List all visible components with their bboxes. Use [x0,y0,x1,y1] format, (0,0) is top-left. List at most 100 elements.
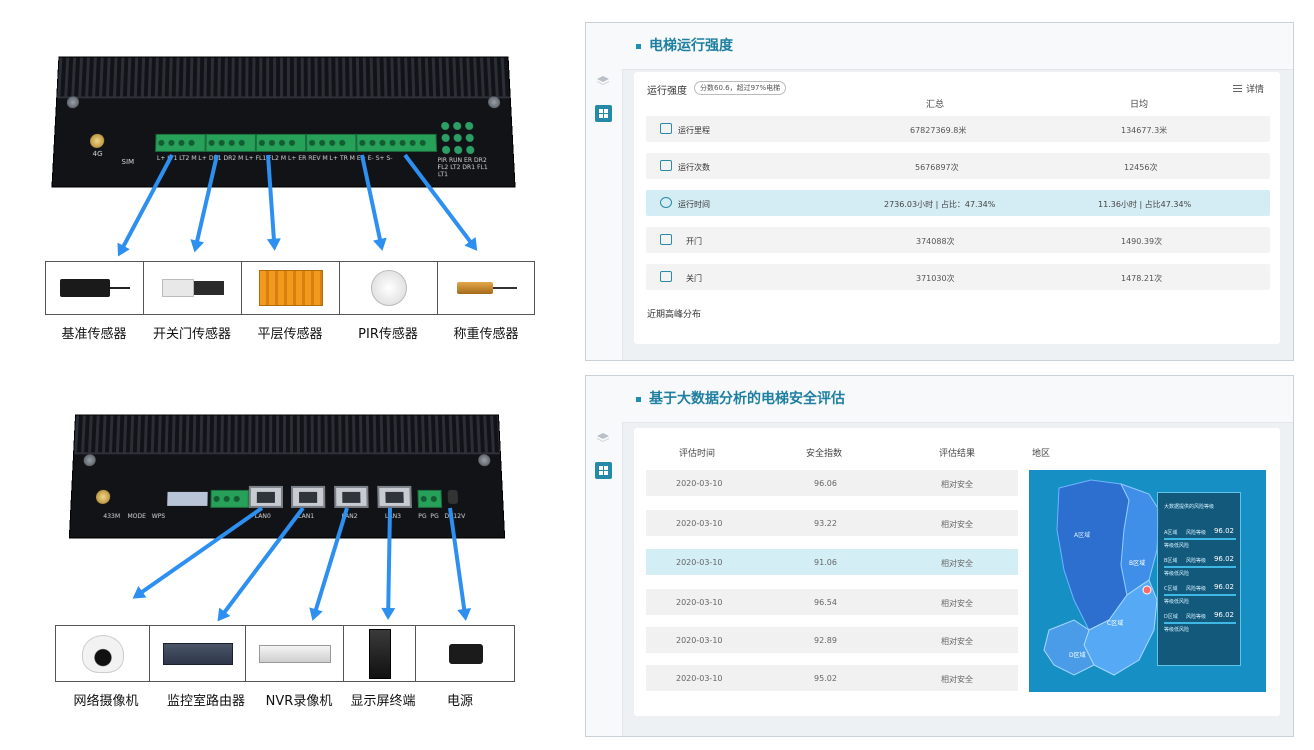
device-strip [55,625,515,682]
sensor-caption-5: 称重传感器 [453,327,519,342]
camera-image [56,626,150,681]
region-label-d: D区域 [1069,652,1086,659]
router-image [150,626,246,681]
row-daily: 1478.21次 [1121,274,1163,283]
row-daily: 1490.39次 [1121,237,1163,246]
header-date: 评估时间 [679,449,716,459]
antenna-label: 4G [92,149,103,158]
region-label-c: C区域 [1107,620,1124,627]
intensity-row[interactable]: 运行时间 2736.03小时 | 占比：47.34% 11.36小时 | 占比4… [646,190,1270,216]
intensity-panel: 电梯运行强度 运行强度 分数60.6，超过97%电梯 详情 汇总 日均 运行里程… [585,22,1294,361]
safety-row[interactable]: 2020-03-10 96.06 相对安全 [646,470,1018,496]
risk-label: 风险等级 [1186,614,1207,620]
row-total: 374088次 [916,237,955,246]
row-date: 2020-03-10 [676,519,723,528]
device-caption-5: 电源 [446,694,473,709]
safety-row[interactable]: 2020-03-10 96.54 相对安全 [646,589,1018,615]
detail-link[interactable]: 详情 [1232,82,1264,95]
power-adapter-image [416,626,516,681]
row-result: 相对安全 [941,480,973,489]
detail-label: 详情 [1245,85,1264,95]
risk-info-panel: 大数据提供的风险等级 A区域 风险等级 96.02 等级低风险 B区域 风险等级… [1157,492,1241,666]
score-badge: 分数60.6，超过97%电梯 [694,81,787,95]
level-sensor-image [242,262,340,314]
row-total: 5676897次 [915,163,959,172]
panel-title: 基于大数据分析的电梯安全评估 [636,388,845,408]
grid-icon[interactable] [595,462,612,479]
row-result: 相对安全 [941,599,973,608]
sensor-caption-1: 基准传感器 [61,327,127,342]
gauge-icon [660,123,672,134]
header-region: 地区 [1032,449,1051,459]
risk-row: D区域 风险等级 96.02 等级低风险 [1164,611,1236,637]
intensity-row[interactable]: 运行里程 67827369.8米 134677.3米 [646,116,1270,142]
device-caption-1: 网络摄像机 [73,694,139,709]
col-daily: 日均 [1130,100,1149,110]
risk-district: B区域 [1164,558,1178,564]
row-label: 开门 [686,237,702,246]
header-index: 安全指数 [806,449,843,459]
risk-district: C区域 [1164,586,1178,592]
door-sensor-image [144,262,242,314]
intensity-row[interactable]: 开门 374088次 1490.39次 [646,227,1270,253]
led-labels: PIR RUN ER DR2 FL2 LT2 DR1 FL1 LT1 [437,156,488,179]
row-label: 运行里程 [678,126,710,135]
port-label-pg2: PG [430,512,439,521]
risk-row: B区域 风险等级 96.02 等级低风险 [1164,555,1236,581]
row-total: 67827369.8米 [910,126,967,135]
weight-sensor-image [438,262,536,314]
intensity-row[interactable]: 运行次数 5676897次 12456次 [646,153,1270,179]
risk-value: 96.02 [1213,611,1234,619]
device-caption-3: NVR录像机 [265,694,333,709]
safety-row[interactable]: 2020-03-10 93.22 相对安全 [646,510,1018,536]
safety-row[interactable]: 2020-03-10 92.89 相对安全 [646,627,1018,653]
risk-label: 风险等级 [1186,558,1207,564]
row-index: 92.89 [814,636,837,645]
safety-row[interactable]: 2020-03-10 95.02 相对安全 [646,665,1018,691]
row-total: 2736.03小时 | 占比：47.34% [884,200,996,209]
safety-panel: 基于大数据分析的电梯安全评估 评估时间 安全指数 评估结果 地区 2020-03… [585,375,1294,737]
panel-sidebar [586,23,623,360]
sensor-caption-4: PIR传感器 [358,327,418,342]
row-date: 2020-03-10 [676,636,723,645]
row-daily: 12456次 [1124,163,1158,172]
panel-header: 电梯运行强度 [622,23,1293,70]
risk-value: 96.02 [1213,583,1234,591]
sensor-caption-2: 开关门传感器 [152,327,231,342]
risk-district: D区域 [1164,614,1178,620]
panel-title: 电梯运行强度 [636,35,733,55]
row-index: 91.06 [814,558,837,567]
layers-icon[interactable] [597,433,609,443]
gateway-image: 433M MODE WPS LAN0 LAN1 LAN2 LAN3 PG PG … [68,414,506,539]
device-caption-4: 显示屏终端 [350,694,416,709]
intensity-row[interactable]: 关门 371030次 1478.21次 [646,264,1270,290]
intensity-card: 运行强度 分数60.6，超过97%电梯 详情 汇总 日均 运行里程 678273… [634,72,1280,344]
risk-note: 等级低风险 [1164,599,1190,605]
safety-row[interactable]: 2020-03-10 91.06 相对安全 [646,549,1018,575]
region-map[interactable]: A区域 B区域 C区域 D区域 大数据提供的风险等级 A区域 风险等级 96.0… [1029,470,1266,692]
row-result: 相对安全 [941,559,973,568]
pir-sensor-image [340,262,438,314]
safety-card: 评估时间 安全指数 评估结果 地区 2020-03-10 96.06 相对安全 … [634,428,1280,716]
port-label-wps: WPS [151,512,166,521]
row-result: 相对安全 [941,520,973,529]
port-label-dc12v: DC12V [444,512,466,521]
nvr-image [246,626,344,681]
panel-sidebar [586,376,623,736]
risk-note: 等级低风险 [1164,627,1190,633]
row-date: 2020-03-10 [676,598,723,607]
grid-icon[interactable] [595,105,612,122]
layers-icon[interactable] [597,76,609,86]
map-shape [1043,479,1160,676]
row-result: 相对安全 [941,675,973,684]
card-title: 运行强度 [647,86,687,97]
row-index: 95.02 [814,674,837,683]
risk-row: A区域 风险等级 96.02 等级低风险 [1164,527,1236,553]
panel-header: 基于大数据分析的电梯安全评估 [622,376,1293,423]
risk-label: 风险等级 [1186,586,1207,592]
risk-note: 等级低风险 [1164,543,1190,549]
row-date: 2020-03-10 [676,479,723,488]
chart-line-icon [660,160,672,171]
risk-district: A区域 [1164,530,1178,536]
info-title: 大数据提供的风险等级 [1164,504,1215,510]
